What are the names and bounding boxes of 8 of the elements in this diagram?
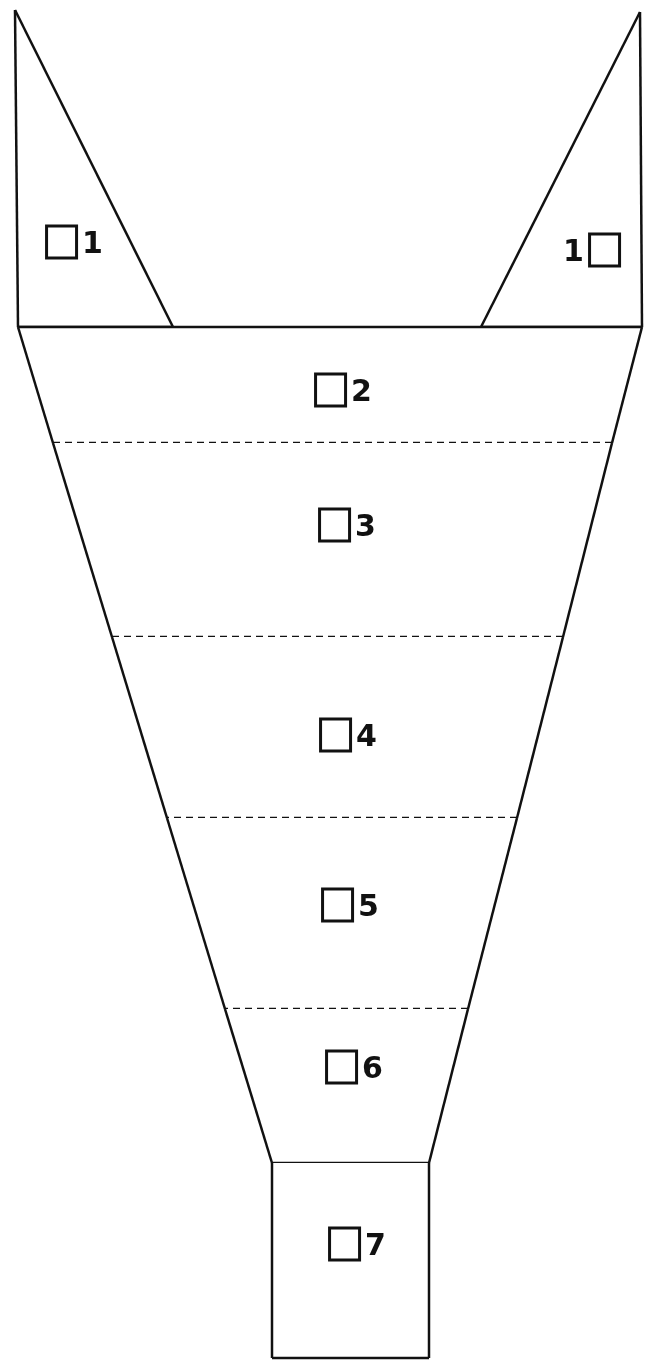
- callout-number: 5: [358, 890, 379, 920]
- callout-number: 3: [355, 510, 376, 540]
- callout-number: 4: [356, 720, 377, 750]
- callout-number: 1: [563, 235, 584, 265]
- callout-number: 2: [351, 375, 372, 405]
- callout-number: 7: [365, 1229, 386, 1259]
- callout-number: 6: [362, 1052, 383, 1082]
- callout-number: 1: [82, 227, 103, 257]
